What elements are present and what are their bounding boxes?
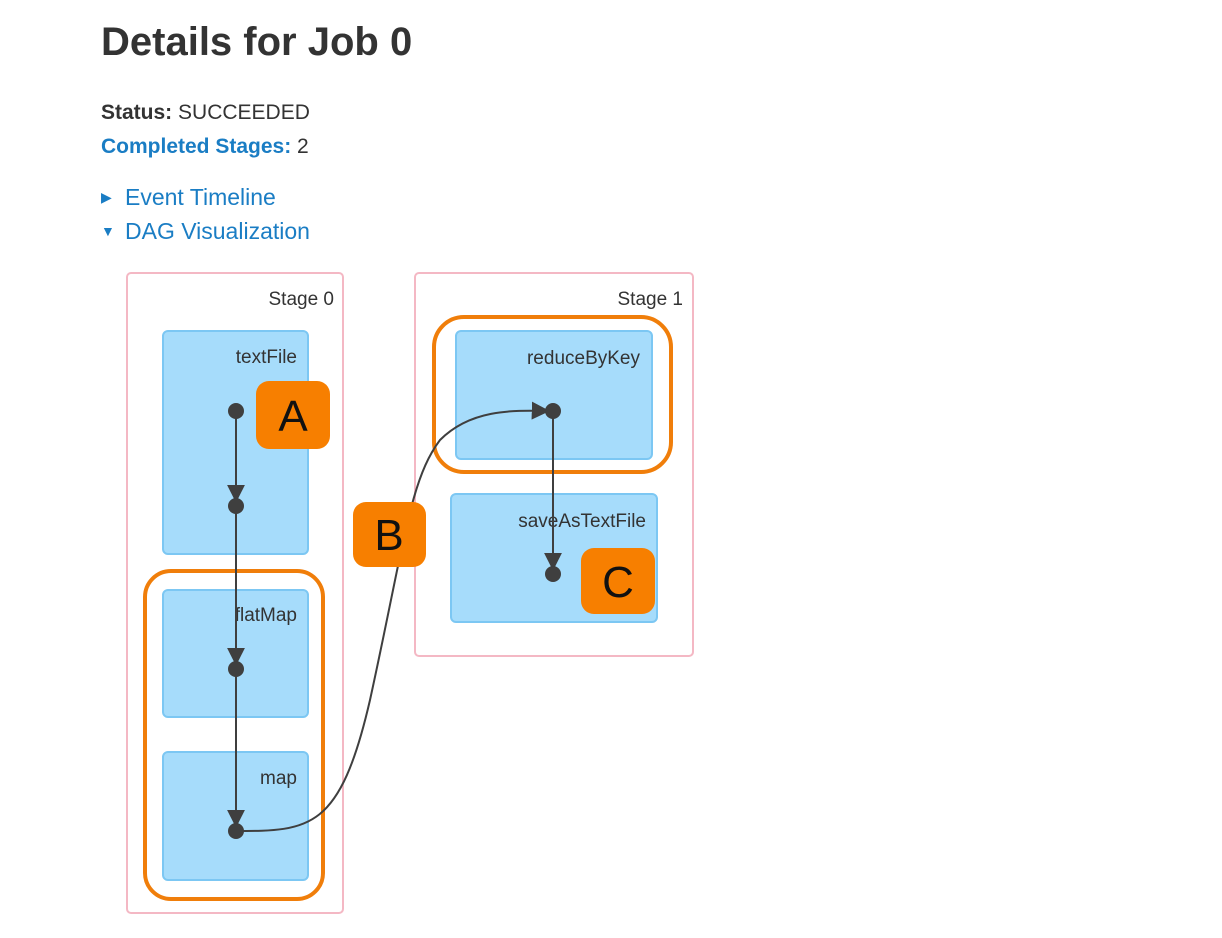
dag-node[interactable] [228,498,244,514]
status-row: Status: SUCCEEDED [101,96,310,130]
dag-nodes [228,403,561,839]
stage-1-label: Stage 1 [618,289,684,310]
event-timeline-toggle[interactable]: ▶ Event Timeline [101,180,310,214]
highlight-flatmap-map-outline [143,569,325,901]
dag-visualization-toggle[interactable]: ▼ DAG Visualization [101,214,310,248]
status-value: SUCCEEDED [178,101,310,124]
dag-visualization-label: DAG Visualization [125,218,310,244]
dag-node[interactable] [228,403,244,419]
page-title: Details for Job 0 [101,20,413,64]
badge-c: C [581,548,655,614]
triangle-down-icon: ▼ [101,223,115,239]
dag-edges [227,401,562,832]
badge-b-label: B [374,511,403,560]
dag-node[interactable] [228,661,244,677]
stage-0-label: Stage 0 [269,289,335,310]
dag-node[interactable] [228,823,244,839]
event-timeline-label: Event Timeline [125,184,276,210]
op-saveastextfile-label: saveAsTextFile [518,511,646,532]
completed-stages-row: Completed Stages: 2 [101,130,310,164]
job-summary: Status: SUCCEEDED Completed Stages: 2 [101,96,310,164]
op-textfile-label: textFile [236,347,297,368]
badge-c-label: C [602,558,634,607]
status-label: Status: [101,101,173,124]
badge-a: A [256,381,330,449]
dag-node[interactable] [545,403,561,419]
op-flatmap-label: flatMap [235,605,297,626]
visualization-toggles: ▶ Event Timeline ▼ DAG Visualization [101,180,310,248]
op-map-label: map [260,768,297,789]
triangle-right-icon: ▶ [101,189,112,205]
op-reducebykey-label: reduceByKey [527,348,641,369]
badge-b: B [353,502,426,567]
op-reducebykey-box[interactable]: reduceByKey [455,330,653,460]
completed-stages-link[interactable]: Completed Stages: [101,135,292,158]
dag-node[interactable] [545,566,561,582]
badge-a-label: A [278,392,308,441]
completed-stages-value: 2 [297,135,309,158]
